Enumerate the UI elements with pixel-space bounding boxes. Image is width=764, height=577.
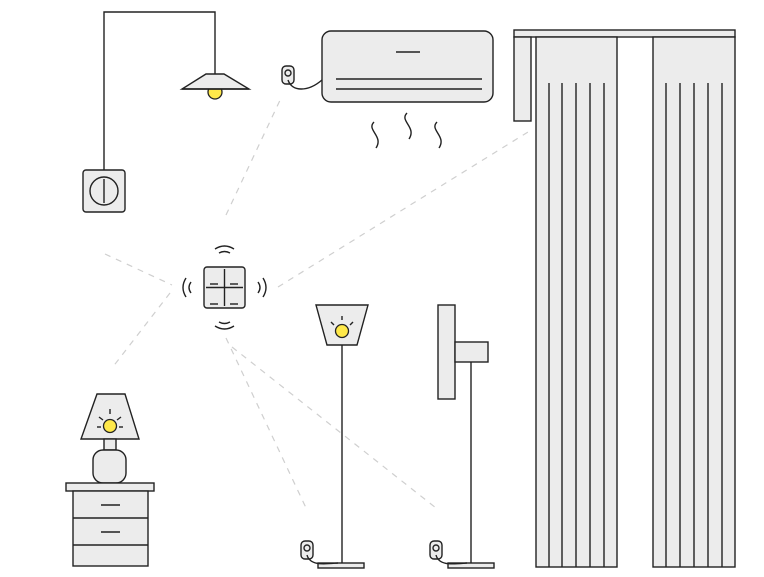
nightstand-top: [65, 482, 155, 492]
rotary-switch-icon: [89, 176, 119, 206]
table-lamp[interactable]: [80, 393, 140, 484]
smart-plug-icon: [300, 540, 314, 560]
table-lamp-shade: [80, 393, 140, 440]
ceiling-wire: [103, 11, 216, 180]
glow-rays: [330, 316, 354, 326]
smart-plug-icon: [281, 65, 295, 85]
curtains[interactable]: [513, 29, 736, 568]
floor-lamp-base: [317, 562, 365, 569]
ray-to-fan-plug: [231, 346, 437, 509]
ac-airflow: [404, 112, 412, 140]
plug-cable: [287, 79, 323, 90]
fan[interactable]: [437, 304, 495, 569]
ceiling-light[interactable]: [103, 11, 252, 180]
plug-cable: [306, 554, 339, 565]
bulb-icon: [102, 418, 118, 434]
wifi-signal-icon: [182, 245, 267, 330]
lamp-base: [92, 449, 127, 484]
floor-lamp[interactable]: [315, 304, 369, 569]
fan-base: [447, 562, 495, 569]
ac-airflow: [371, 121, 379, 149]
glow-rays: [97, 409, 123, 428]
fan-motor: [454, 341, 489, 363]
ray-to-floor-lamp-plug: [225, 337, 308, 511]
pendant-shade: [179, 73, 252, 90]
air-conditioner[interactable]: [321, 30, 494, 149]
curtain-motor: [513, 36, 532, 122]
ray-to-table-lamp: [111, 292, 171, 369]
ac-airflow: [434, 121, 442, 149]
curtain-rail: [513, 29, 736, 38]
fan-head: [437, 304, 456, 400]
ray-to-ac: [225, 95, 283, 216]
plug-socket: [432, 544, 440, 552]
nightstand-body: [72, 490, 149, 567]
wall-switch[interactable]: [82, 169, 126, 213]
ray-to-wall-switch: [104, 253, 173, 286]
plug-socket: [303, 544, 311, 552]
ac-body: [321, 30, 494, 103]
ac-plug[interactable]: [281, 65, 323, 90]
floor-lamp-plug[interactable]: [300, 540, 339, 565]
plug-cable: [435, 554, 468, 565]
plug-socket: [284, 69, 292, 77]
lamp-neck: [103, 438, 117, 451]
fan-plug[interactable]: [429, 540, 468, 565]
ray-to-curtains: [277, 131, 529, 288]
signal-rays: [104, 95, 529, 511]
smart-plug-icon: [429, 540, 443, 560]
bulb-icon: [334, 323, 350, 339]
wireless-switch[interactable]: [182, 245, 267, 330]
nightstand: [65, 482, 155, 567]
